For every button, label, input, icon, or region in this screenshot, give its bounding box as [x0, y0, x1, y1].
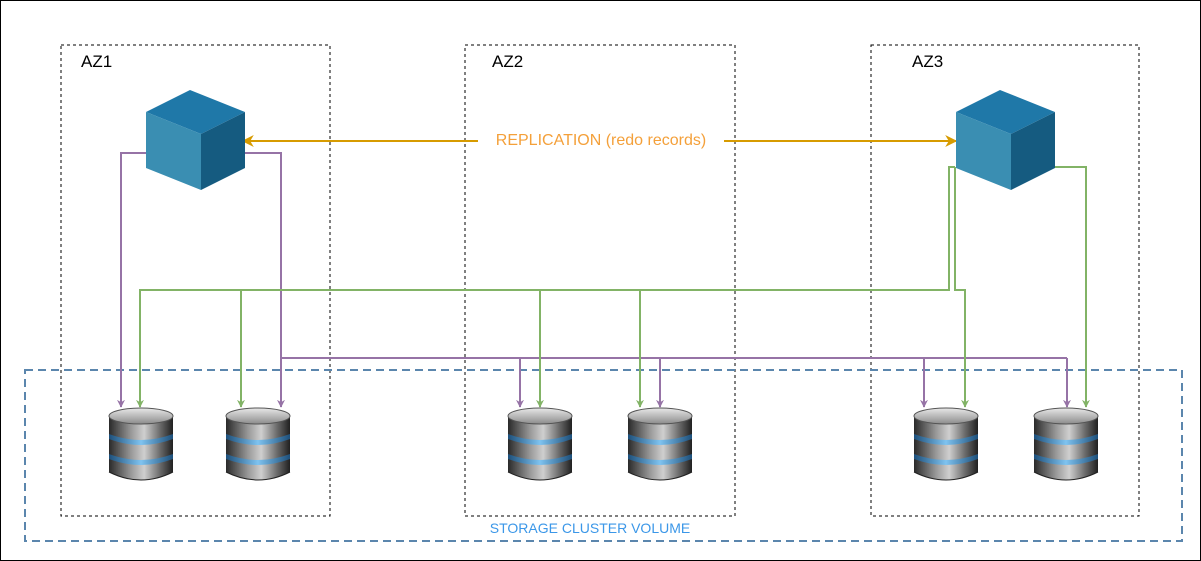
replica-path-az3-db2 [1053, 166, 1090, 408]
database-icon [627, 407, 693, 481]
write-path-az1-db1 [117, 152, 148, 408]
primary-write-paths [117, 152, 1071, 408]
storage-cluster-volume-box [24, 369, 1183, 542]
az3-label: AZ3 [912, 52, 944, 71]
database-icon [225, 407, 291, 481]
az1-label: AZ1 [81, 52, 113, 71]
az3-zone-box [870, 44, 1140, 517]
az2-label: AZ2 [492, 52, 524, 71]
replica-path-az1-db1 [136, 166, 955, 408]
storage-cluster-label: STORAGE CLUSTER VOLUME [462, 518, 718, 538]
replication-label: REPLICATION (redo records) [478, 131, 724, 151]
database-icon [108, 407, 174, 481]
write-path-az1-db2 [245, 152, 285, 408]
database-icon [1033, 407, 1099, 481]
database-icon [507, 407, 573, 481]
replica-read-paths [136, 166, 1090, 408]
az2-zone-box [464, 44, 736, 517]
database-icon [913, 407, 979, 481]
az1-zone-box [60, 44, 331, 517]
replica-path-az3-db1 [954, 167, 969, 408]
